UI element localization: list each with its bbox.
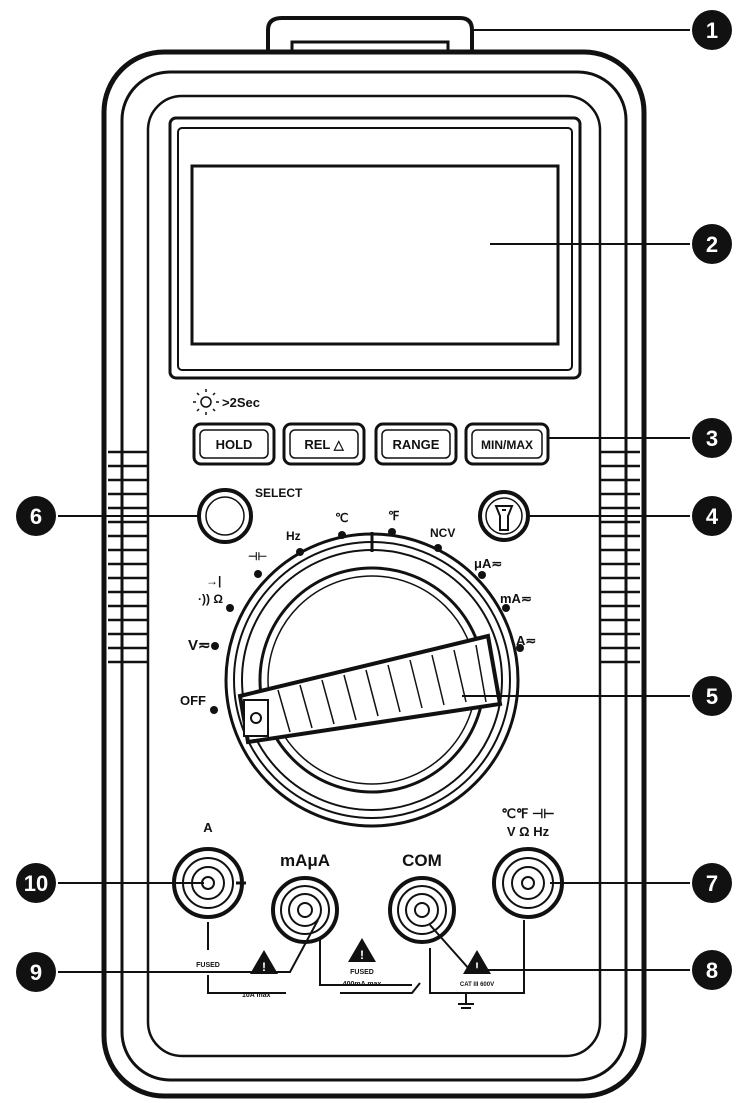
svg-text:10: 10 <box>24 871 48 896</box>
dial-label-capacitor: ⊣⊢ <box>248 550 267 563</box>
dial-label-off: OFF <box>180 693 206 708</box>
jack-label-ma-ua: mAμA <box>280 851 330 870</box>
dial-label-diode: →| <box>206 574 221 588</box>
warning-icon-1: ! <box>250 950 278 974</box>
svg-text:7: 7 <box>706 871 718 896</box>
backlight-icon <box>193 389 219 415</box>
svg-text:4: 4 <box>706 504 719 529</box>
minmax-button[interactable]: MIN/MAX <box>464 422 550 466</box>
range-button[interactable]: RANGE <box>374 422 458 466</box>
callout-3: 3 <box>692 418 732 458</box>
select-button[interactable] <box>197 488 253 544</box>
dial-label-celsius: ℃ <box>335 511 348 525</box>
dial-label-v: V≂ <box>188 637 211 654</box>
svg-text:5: 5 <box>706 684 718 709</box>
ma-fused-label: FUSED <box>350 969 374 976</box>
callout-lines <box>58 29 690 973</box>
callout-2: 2 <box>692 224 732 264</box>
callout-9: 9 <box>16 952 56 992</box>
callout-5: 5 <box>692 676 732 716</box>
dial-label-hz: Hz <box>286 529 301 543</box>
a-max-label: 10A max <box>242 992 271 999</box>
display-bezel <box>168 116 582 380</box>
warning-icon-3: ! <box>463 950 491 974</box>
v-max-label: CAT III 600V <box>460 982 494 988</box>
callout-8: 8 <box>692 950 732 990</box>
dial-label-ua: μA≂ <box>474 556 502 571</box>
minmax-button-label: MIN/MAX <box>481 438 533 452</box>
backlight-hint-text: >2Sec <box>222 395 260 410</box>
dial-label-a: A≂ <box>516 633 536 648</box>
svg-text:!: ! <box>262 960 266 974</box>
jack-label-a: A <box>203 820 213 835</box>
svg-text:8: 8 <box>706 958 718 983</box>
range-button-label: RANGE <box>393 437 440 452</box>
body-face <box>146 94 602 1058</box>
jack-label-com: COM <box>402 851 442 870</box>
ma-ua-jack[interactable] <box>271 876 339 944</box>
flashlight-icon <box>494 505 514 531</box>
svg-text:3: 3 <box>706 426 718 451</box>
callout-7: 7 <box>692 863 732 903</box>
callout-6: 6 <box>16 496 56 536</box>
svg-text:1: 1 <box>706 18 718 43</box>
dial-position-dots <box>210 528 524 714</box>
jack-brackets <box>207 920 525 994</box>
jack-label-v-bottom: V Ω Hz <box>507 824 550 839</box>
top-hanger <box>266 16 474 60</box>
ground-icon <box>458 994 474 1009</box>
lcd-screen <box>190 164 560 346</box>
dial-label-ncv: NCV <box>430 526 455 540</box>
a-fused-label: FUSED <box>196 962 220 969</box>
v-ohm-hz-jack[interactable] <box>492 847 564 919</box>
svg-text:6: 6 <box>30 504 42 529</box>
warning-icon-2: ! <box>348 938 376 962</box>
callout-4: 4 <box>692 496 732 536</box>
rel-button-label: REL △ <box>304 437 344 452</box>
knob-hatching <box>277 644 487 733</box>
svg-text:2: 2 <box>706 232 718 257</box>
left-grip <box>108 450 148 664</box>
jack-label-v-top: ℃℉ ⊣⊢ <box>501 806 554 821</box>
body-rim <box>120 70 628 1082</box>
display-frame <box>177 127 573 371</box>
svg-text:9: 9 <box>30 960 42 985</box>
callout-1: 1 <box>692 10 732 50</box>
callout-10: 10 <box>16 863 56 903</box>
svg-text:!: ! <box>360 948 364 962</box>
flashlight-button[interactable] <box>478 490 530 542</box>
dial-label-ohm: ·)) Ω <box>198 592 223 606</box>
right-grip <box>600 450 640 664</box>
hold-button-label: HOLD <box>216 437 253 452</box>
svg-text:!: ! <box>475 960 479 974</box>
dial-pointer-dot <box>250 712 262 724</box>
rotary-dial[interactable] <box>224 532 520 828</box>
hold-button[interactable]: HOLD <box>192 422 276 466</box>
com-jack[interactable] <box>388 876 456 944</box>
dial-label-ma: mA≂ <box>500 591 532 606</box>
dial-label-fahrenheit: ℉ <box>388 509 399 523</box>
select-label: SELECT <box>255 486 303 500</box>
rel-button[interactable]: REL △ <box>282 422 366 466</box>
